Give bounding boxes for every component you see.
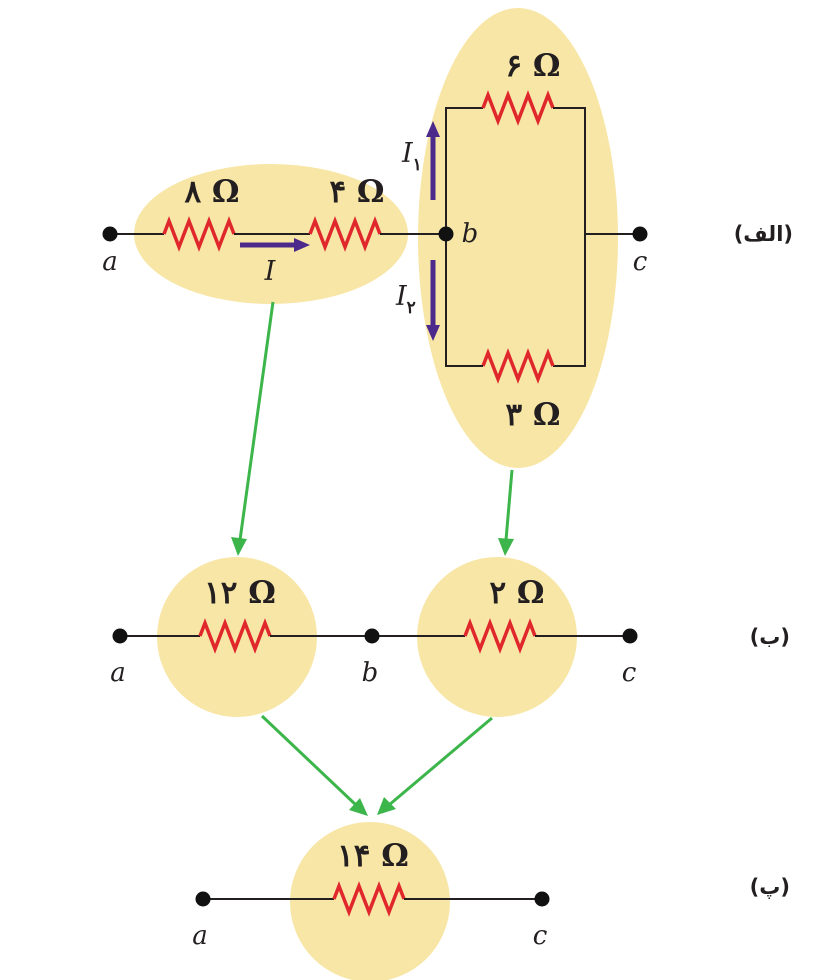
label-4-ohm: ۴ Ω	[329, 174, 384, 210]
node-c-label: c	[633, 247, 648, 277]
reduction-arrow-series	[238, 301, 275, 541]
label-2-ohm: ۲ Ω	[489, 575, 544, 611]
label-6-ohm: ۶ Ω	[505, 48, 560, 84]
label-3-ohm: ۳ Ω	[505, 397, 560, 433]
label-14-ohm: ۱۴ Ω	[337, 838, 409, 874]
node-c	[622, 628, 638, 644]
node-a-label: a	[192, 921, 208, 951]
reduction-arrow-left	[260, 714, 358, 807]
node-b-label: b	[362, 658, 379, 688]
node-a	[112, 628, 128, 644]
node-a-label: a	[102, 247, 118, 277]
node-c-label: c	[622, 658, 637, 688]
reduction-arrow-parallel	[504, 469, 514, 541]
node-b	[438, 226, 454, 242]
node-a-label: a	[110, 658, 126, 688]
node-c	[632, 226, 648, 242]
current-branch2-label: I۲	[395, 281, 416, 318]
label-12-ohm: ۱۲ Ω	[204, 575, 276, 611]
equivalent-12-highlight	[157, 557, 317, 717]
parallel-group-highlight	[418, 8, 618, 468]
node-c-label: c	[533, 921, 548, 951]
equivalent-14-highlight	[290, 822, 450, 980]
reduction-arrow-right	[388, 716, 493, 807]
node-a	[102, 226, 118, 242]
panel-a-circuit	[102, 93, 648, 381]
panel-b-label: (ب)	[750, 625, 790, 649]
panel-c-circuit	[195, 884, 550, 914]
node-a	[195, 891, 211, 907]
node-b	[364, 628, 380, 644]
label-8-ohm: ۸ Ω	[184, 174, 239, 210]
node-b-label: b	[462, 219, 479, 249]
node-c	[534, 891, 550, 907]
current-branch1-label: I۱	[401, 138, 422, 175]
current-total-label: I	[264, 256, 277, 287]
panel-a-label: (الف)	[734, 222, 793, 246]
panel-b-circuit	[112, 621, 638, 651]
panel-c-label: (پ)	[750, 875, 790, 899]
